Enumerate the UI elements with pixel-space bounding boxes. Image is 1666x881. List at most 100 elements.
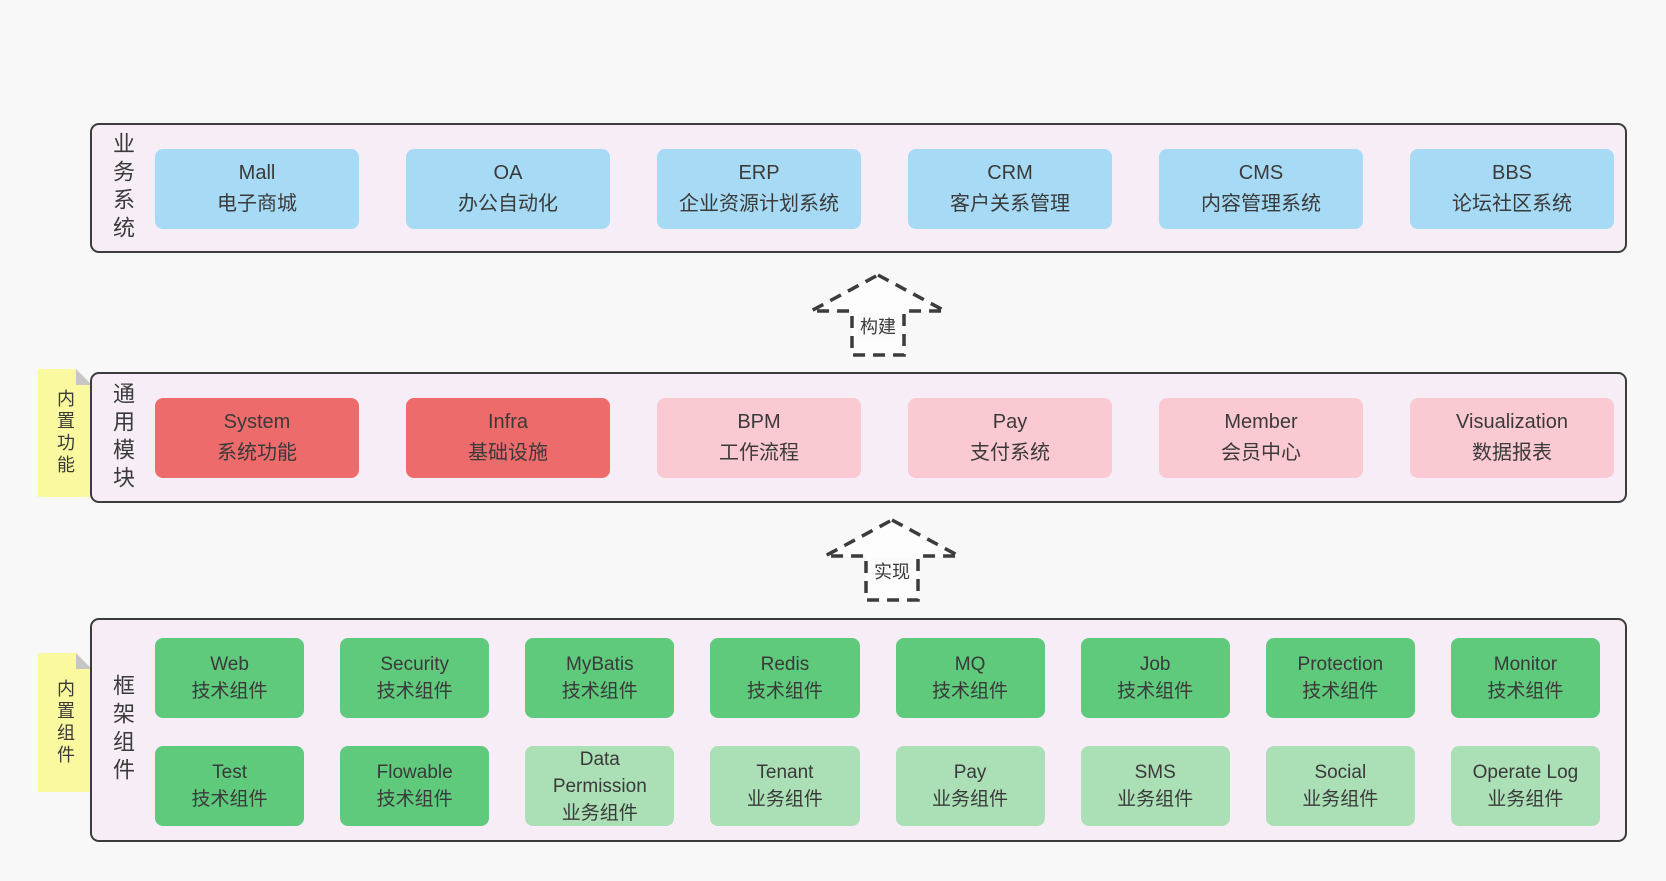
box-cms: CMS 内容管理系统 — [1159, 149, 1363, 229]
arrow-build: 构建 — [808, 273, 948, 357]
band-boxes: System 系统功能 Infra 基础设施 BPM 工作流程 Pay 支付系统… — [155, 398, 1614, 478]
box-subtitle: 技术组件 — [932, 681, 1009, 702]
box-subtitle: 技术组件 — [191, 789, 268, 810]
note-text: 内置组件 — [55, 678, 75, 767]
box-system: System 系统功能 — [155, 398, 359, 478]
box-subtitle: 企业资源计划系统 — [679, 193, 839, 215]
band-label: 通用模块 — [110, 381, 135, 494]
box-security: Security 技术组件 — [340, 638, 490, 718]
box-title: ERP — [738, 162, 780, 184]
sticky-note-built-in-components: 内置组件 — [38, 653, 92, 792]
box-title: CRM — [987, 162, 1033, 184]
box-protection: Protection 技术组件 — [1265, 638, 1415, 718]
box-test: Test 技术组件 — [155, 746, 305, 826]
box-subtitle: 系统功能 — [217, 442, 297, 464]
arrow-implement: 实现 — [822, 518, 962, 602]
box-social: Social 业务组件 — [1265, 746, 1415, 826]
box-title: MyBatis — [566, 654, 634, 675]
box-subtitle: 办公自动化 — [458, 193, 558, 215]
box-subtitle: 数据报表 — [1472, 442, 1552, 464]
box-subtitle: 业务组件 — [561, 802, 638, 824]
box-subtitle: 业务组件 — [1117, 789, 1194, 810]
box-title: Protection — [1297, 654, 1384, 675]
box-title: Tenant — [756, 762, 814, 783]
box-subtitle: 技术组件 — [1487, 681, 1564, 702]
box-mybatis: MyBatis 技术组件 — [525, 638, 675, 718]
box-subtitle: 工作流程 — [719, 442, 799, 464]
box-subtitle: 技术组件 — [746, 681, 823, 702]
box-subtitle: 业务组件 — [932, 789, 1009, 810]
box-title: Social — [1314, 762, 1367, 783]
box-title: Monitor — [1493, 654, 1558, 675]
box-data-permission: Data Permission 业务组件 — [525, 746, 675, 826]
box-subtitle: 业务组件 — [1302, 789, 1379, 810]
band-boxes-row1: Web 技术组件 Security 技术组件 MyBatis 技术组件 Redi… — [155, 638, 1600, 718]
box-title: Redis — [760, 654, 810, 675]
box-subtitle: 技术组件 — [561, 681, 638, 702]
box-subtitle: 技术组件 — [1117, 681, 1194, 702]
box-mall: Mall 电子商城 — [155, 149, 359, 229]
band-label: 框架组件 — [110, 674, 135, 786]
box-subtitle: 客户关系管理 — [950, 193, 1070, 215]
box-subtitle: 支付系统 — [970, 442, 1050, 464]
box-title: BPM — [737, 411, 781, 433]
arrow-label: 实现 — [871, 558, 913, 584]
box-bpm: BPM 工作流程 — [657, 398, 861, 478]
box-title: Operate Log — [1472, 762, 1579, 783]
box-pay-component: Pay 业务组件 — [895, 746, 1045, 826]
box-subtitle: 技术组件 — [376, 789, 453, 810]
note-text: 内置功能 — [55, 389, 75, 477]
box-oa: OA 办公自动化 — [406, 149, 610, 229]
box-subtitle: 业务组件 — [746, 789, 823, 810]
band-label: 业务系统 — [110, 132, 135, 244]
box-title: Infra — [487, 411, 529, 433]
box-title: CMS — [1238, 162, 1284, 184]
box-title: Flowable — [376, 762, 453, 783]
box-subtitle: 基础设施 — [468, 442, 548, 464]
box-title: Pay — [992, 411, 1028, 433]
box-subtitle: 技术组件 — [1302, 681, 1379, 702]
box-visualization: Visualization 数据报表 — [1410, 398, 1614, 478]
box-title: Member — [1224, 411, 1298, 433]
box-title: Mall — [238, 162, 276, 184]
box-title: Test — [212, 762, 247, 783]
box-subtitle: 论坛社区系统 — [1452, 193, 1572, 215]
box-subtitle: 技术组件 — [376, 681, 453, 702]
box-title: System — [223, 411, 291, 433]
box-job: Job 技术组件 — [1080, 638, 1230, 718]
box-subtitle: 电子商城 — [217, 193, 297, 215]
box-title: Data Permission — [552, 748, 647, 797]
box-title: OA — [493, 162, 523, 184]
box-monitor: Monitor 技术组件 — [1450, 638, 1600, 718]
box-title: SMS — [1134, 762, 1176, 783]
box-web: Web 技术组件 — [155, 638, 305, 718]
box-subtitle: 业务组件 — [1487, 789, 1564, 810]
box-infra: Infra 基础设施 — [406, 398, 610, 478]
box-crm: CRM 客户关系管理 — [908, 149, 1112, 229]
band-framework-components: 框架组件 Web 技术组件 Security 技术组件 MyBatis 技术组件… — [90, 618, 1627, 842]
box-mq: MQ 技术组件 — [895, 638, 1045, 718]
box-operate-log: Operate Log 业务组件 — [1450, 746, 1600, 826]
box-title: Visualization — [1456, 411, 1568, 433]
box-redis: Redis 技术组件 — [710, 638, 860, 718]
box-tenant: Tenant 业务组件 — [710, 746, 860, 826]
box-subtitle: 技术组件 — [191, 681, 268, 702]
sticky-note-built-in-features: 内置功能 — [38, 369, 92, 497]
box-title: Security — [380, 654, 449, 675]
box-title: MQ — [954, 654, 986, 675]
box-title: Job — [1139, 654, 1171, 675]
box-bbs: BBS 论坛社区系统 — [1410, 149, 1614, 229]
box-flowable: Flowable 技术组件 — [340, 746, 490, 826]
box-title: Pay — [953, 762, 987, 783]
band-boxes: Mall 电子商城 OA 办公自动化 ERP 企业资源计划系统 CRM 客户关系… — [155, 149, 1614, 229]
box-title: Web — [210, 654, 249, 675]
box-subtitle: 会员中心 — [1221, 442, 1301, 464]
box-member: Member 会员中心 — [1159, 398, 1363, 478]
arrow-label: 构建 — [857, 313, 899, 339]
band-common-modules: 通用模块 System 系统功能 Infra 基础设施 BPM 工作流程 Pay… — [90, 372, 1627, 503]
box-subtitle: 内容管理系统 — [1201, 193, 1321, 215]
band-boxes-row2: Test 技术组件 Flowable 技术组件 Data Permission … — [155, 746, 1600, 826]
box-title: BBS — [1491, 162, 1533, 184]
box-erp: ERP 企业资源计划系统 — [657, 149, 861, 229]
